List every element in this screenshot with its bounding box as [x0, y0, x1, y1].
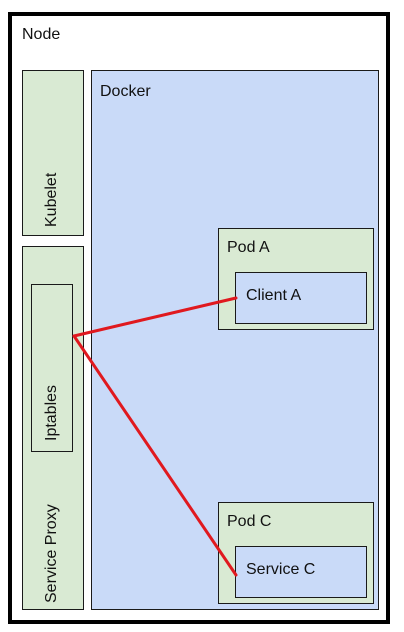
kubelet-label: Kubelet [43, 172, 60, 227]
kubelet-box: Kubelet [22, 70, 84, 236]
client-a-box: Client A [235, 272, 367, 324]
iptables-box: Iptables [31, 284, 73, 452]
docker-label: Docker [100, 83, 151, 100]
service-c-box: Service C [235, 546, 367, 598]
node-label: Node [22, 26, 61, 43]
service-c-label: Service C [246, 561, 316, 578]
pod-a-label: Pod A [227, 239, 270, 256]
client-a-label: Client A [246, 287, 302, 304]
service-proxy-label: Service Proxy [43, 504, 60, 603]
iptables-label: Iptables [43, 384, 60, 441]
pod-c-label: Pod C [227, 513, 272, 530]
